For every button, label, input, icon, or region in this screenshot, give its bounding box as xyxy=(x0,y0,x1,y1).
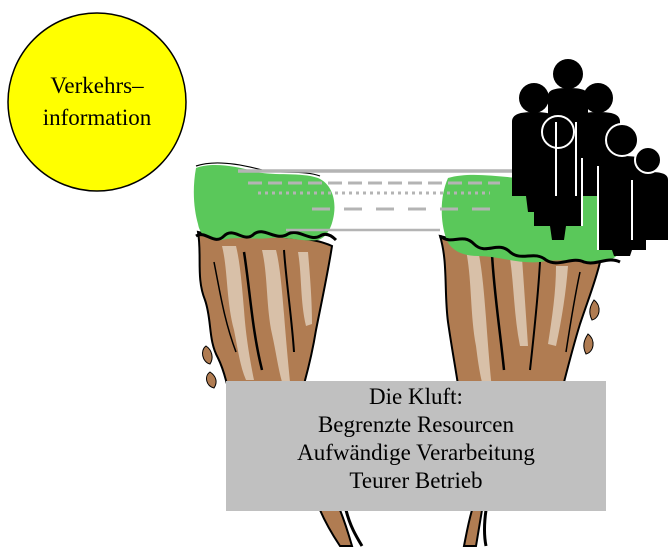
gap-description-box: Die Kluft: Begrenzte Resourcen Aufwändig… xyxy=(226,381,606,511)
left-cliff-highlight-1 xyxy=(222,246,254,380)
left-cliff-base xyxy=(318,509,354,547)
right-cliff-base-line xyxy=(483,509,488,547)
left-cliff-highlight-2 xyxy=(262,250,290,382)
left-cliff-grass-edge xyxy=(195,230,338,242)
people-silhouettes-icon xyxy=(512,59,668,256)
right-cliff-crack-2 xyxy=(529,261,541,371)
left-cliff-bit-2 xyxy=(206,371,217,389)
right-cliff-base xyxy=(462,509,484,547)
cliff-bases xyxy=(318,509,488,547)
gap-box-heading: Die Kluft: xyxy=(369,384,463,409)
right-cliff-bit-2 xyxy=(583,333,594,355)
right-cliff-crack-3 xyxy=(565,271,581,353)
gap-box-item-processing: Aufwändige Verarbeitung xyxy=(297,440,535,465)
bridge-lines xyxy=(238,169,514,232)
left-cliff-base-line xyxy=(344,509,364,547)
gap-box-item-resources: Begrenzte Resourcen xyxy=(317,412,515,437)
info-circle-line-2: information xyxy=(42,105,152,130)
people-outline-separators xyxy=(541,115,662,250)
info-circle xyxy=(7,12,187,192)
info-circle-line-1: Verkehrs– xyxy=(50,73,144,98)
left-cliff xyxy=(193,162,338,399)
info-circle-label: Verkehrs– information xyxy=(14,70,180,134)
left-cliff-crack-2 xyxy=(283,249,295,353)
left-cliff-highlight-3 xyxy=(298,252,312,326)
left-cliff-crack-3 xyxy=(213,261,237,353)
right-cliff-crack-1 xyxy=(490,253,506,371)
right-cliff-highlight-1 xyxy=(466,250,492,390)
right-cliff-highlight-2 xyxy=(510,258,528,346)
right-cliff-grass-edge xyxy=(439,234,621,265)
left-cliff-bit-1 xyxy=(202,345,213,365)
right-cliff-highlight-3 xyxy=(548,266,568,346)
left-cliff-crack-1 xyxy=(242,251,264,371)
right-cliff-bit-1 xyxy=(589,299,600,321)
gap-box-item-operation: Teurer Betrieb xyxy=(349,468,483,493)
